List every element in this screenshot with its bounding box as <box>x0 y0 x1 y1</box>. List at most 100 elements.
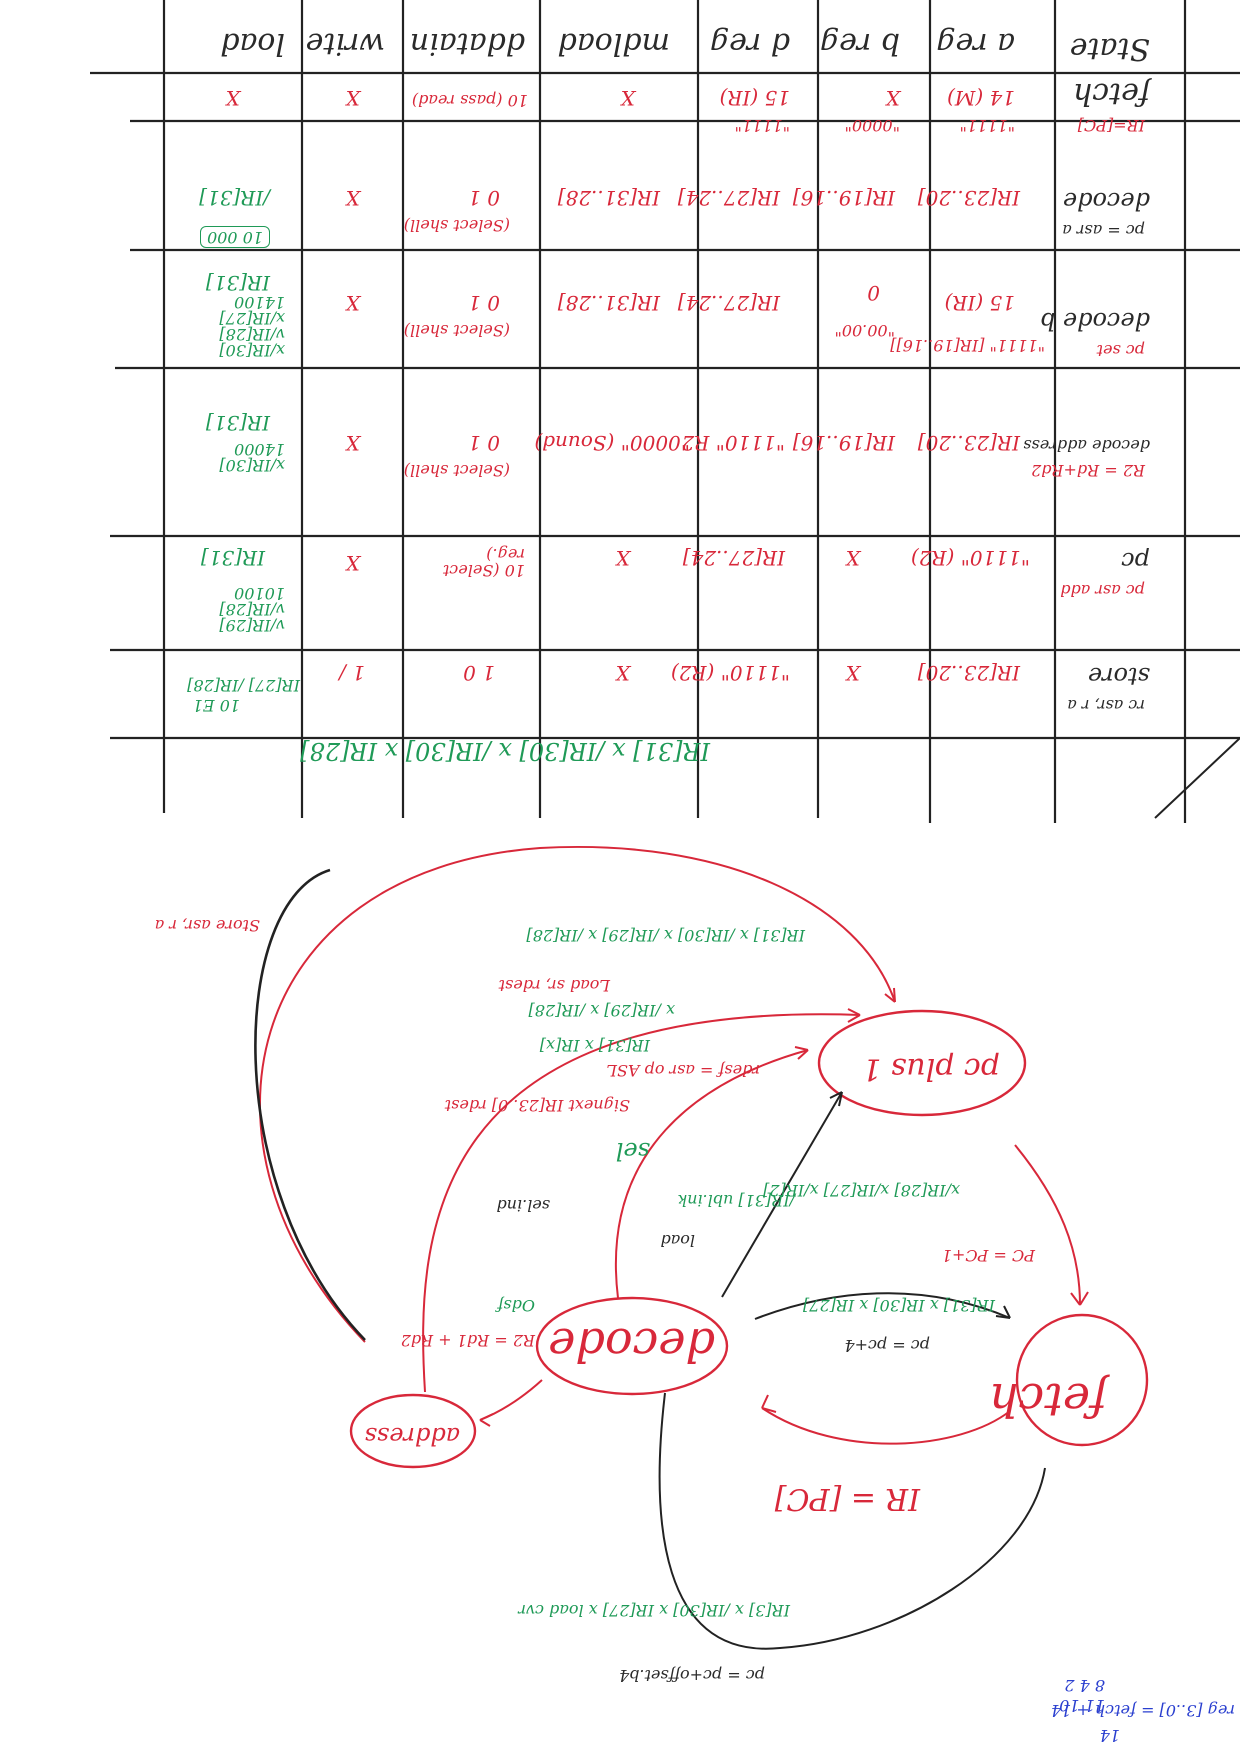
note-decode-ddatain: (Select shell) <box>403 216 510 235</box>
transition-ir-pc: IR = [PC] <box>774 1481 920 1516</box>
row-note-decode-address: R2 = Rd+Rd2 <box>1031 461 1145 480</box>
transition-sel: sel <box>615 1137 650 1165</box>
cell-store-a: IR[23..20] <box>917 661 1020 685</box>
row-note-pc: pc asr add <box>1060 581 1145 600</box>
cell-fetch-mdload: X <box>620 86 635 110</box>
label-fetch: fetch <box>988 1373 1107 1427</box>
cell-decodeaddr-d: "1110" R2 <box>681 431 785 455</box>
note-decodeb-b: "00.00" <box>834 321 895 340</box>
header-d-reg: d reg <box>709 26 790 61</box>
note-pc-load: v/IR[29] v/IR[28] 10100 <box>219 584 285 635</box>
row-note-decode-b: pc set <box>1096 341 1145 360</box>
transition-selind-label: sel.ind <box>496 1196 550 1215</box>
transition-pc-pc4-cond: IR[31] x IR[30] x IR[27] <box>802 1296 995 1315</box>
row-state-decode-b: decode b <box>1039 307 1150 335</box>
header-ddatain: ddatain <box>409 26 525 61</box>
header-a-reg: a reg <box>936 26 1015 61</box>
cell-store-load: IR[27] /IR[28] <box>187 676 300 695</box>
transition-odsf-cond: R2 = Rd1 + Rd2 <box>400 1331 535 1350</box>
state-address <box>349 1393 477 1469</box>
row-note-decode: pc = asr a <box>1062 221 1145 240</box>
cell-decode-load: /IR[31] <box>199 186 270 210</box>
cell-decodeaddr-load: IR[31] <box>205 411 270 435</box>
cell-pc-ddatain: 10 (Select reg.) <box>442 545 525 580</box>
transition-rdest: rdesf = asr op ASL <box>606 1061 760 1080</box>
bottom-number-2: 11 10 <box>1059 1696 1105 1715</box>
cell-store-d: "1110" (R2) <box>670 661 790 685</box>
cell-decode-b: IR[19..16] <box>792 186 895 210</box>
cell-decodeb-write: X <box>345 291 360 315</box>
transition-selind-cond: x/IR[28] x/IR[27] x/IR[2] <box>763 1181 960 1200</box>
cell-fetch-a: 14 (M) <box>947 86 1015 110</box>
header-load: load <box>220 26 285 61</box>
header-write: write <box>305 26 385 61</box>
note-decodeaddr-ddatain: (Select shell) <box>403 461 510 480</box>
transition-store: Store asr, r a <box>154 916 260 935</box>
row-state-pc: pc <box>1121 547 1150 575</box>
note-decodeaddr-load: x/IR[30] 14000 <box>219 440 285 475</box>
cell-decodeaddr-ddatain: 0 1 <box>468 431 500 455</box>
note-store-load: 10 E1 <box>192 696 240 715</box>
row-state-decode: decode <box>1062 187 1150 215</box>
cell-fetch-ddatain: 10 (pass read) <box>411 91 528 110</box>
transition-pc-pc4: pc = pc+4 <box>844 1336 930 1355</box>
cell-decode-mdload: IR[31..28] <box>557 186 660 210</box>
cell-decodeb-ddatain: 0 1 <box>468 291 500 315</box>
transition-load: Load sr, rdest <box>498 976 610 995</box>
transition-bottom-cond: IR[3] x /IR[30] x IR[27] x load cvr <box>518 1601 790 1620</box>
note-fetch-d: "1111" <box>734 116 790 135</box>
note-fetch-a: "1111" <box>959 116 1015 135</box>
transition-bottom-label: pc = pc+offset.b4 <box>619 1666 765 1685</box>
state-decode <box>535 1296 729 1396</box>
cell-decode-d: IR[27..24] <box>677 186 780 210</box>
row-state-store: store <box>1087 662 1150 690</box>
cell-fetch-load: X <box>225 86 240 110</box>
cell-decodeb-a: 15 (IR) <box>944 291 1015 315</box>
cell-decode-a: IR[23..20] <box>917 186 1020 210</box>
note-fetch-b: "0000" <box>844 116 900 135</box>
cell-decodeb-mdload: IR[31..28] <box>557 291 660 315</box>
cell-decodeb-load: IR[31] <box>205 271 270 295</box>
transition-pc-plus-1: PC = PC+1 <box>941 1246 1035 1265</box>
cell-pc-d: IR[27..24] <box>682 546 785 570</box>
state-diagram <box>254 846 1149 1650</box>
cell-pc-load: IR[31] <box>200 546 265 570</box>
note-decodeb-a: "1111" [IR[19..16]] <box>890 336 1045 355</box>
cell-decode-ddatain: 0 1 <box>468 186 500 210</box>
cell-decodeaddr-mdload: "0000" (Sound) <box>534 431 690 455</box>
label-address: address <box>364 1422 460 1450</box>
cell-store-b: X <box>845 661 860 685</box>
cell-decodeb-d: IR[27..24] <box>677 291 780 315</box>
cell-fetch-b: X <box>885 86 900 110</box>
note-decodeb-load: x/IR[30] v/IR[28] x/IR[27] 14100 <box>219 293 285 360</box>
transition-ir29-ir28: x /IR[29] x /IR[28] <box>528 1001 675 1020</box>
cell-pc-write: X <box>345 551 360 575</box>
transition-signext: Signext IR[23..0] rdest <box>444 1096 630 1115</box>
table-grid <box>90 0 1240 823</box>
cell-store-ddatain: 1 0 <box>463 661 495 685</box>
header-b-reg: b reg <box>819 26 900 61</box>
table-corner-label: State <box>1069 31 1150 66</box>
header-mdload: mdload <box>557 26 670 61</box>
row-state-fetch: fetch <box>1072 76 1150 111</box>
cell-store-write: 1 / <box>339 661 365 685</box>
note-decode-load: 10 000 <box>200 226 270 248</box>
transition-ir31-irx: IR[31] x IR[x] <box>539 1036 650 1055</box>
state-pc-plus-1 <box>817 1009 1027 1117</box>
bottom-number-3: 8 4 2 <box>1064 1676 1105 1695</box>
bottom-number-1: 14 <box>1099 1726 1120 1745</box>
cell-pc-mdload: X <box>615 546 630 570</box>
label-decode: decode <box>548 1318 715 1372</box>
top-condition: IR[31] x /IR[30] x /IR[30] x IR[28] <box>300 737 710 765</box>
row-note-store: rc asr, r a <box>1067 696 1145 715</box>
row-note-fetch: IR=[PC] <box>1077 116 1145 135</box>
cell-decode-write: X <box>345 186 360 210</box>
cell-pc-b: X <box>845 546 860 570</box>
state-fetch <box>1015 1313 1149 1447</box>
transition-load-label: load <box>660 1231 695 1250</box>
transition-odsf: Odsf <box>497 1296 536 1315</box>
transition-load-cond-long: IR[31] x /IR[30] x /IR[29] x /IR[28] <box>526 926 805 945</box>
row-state-decode-address: decode address <box>1023 436 1150 455</box>
